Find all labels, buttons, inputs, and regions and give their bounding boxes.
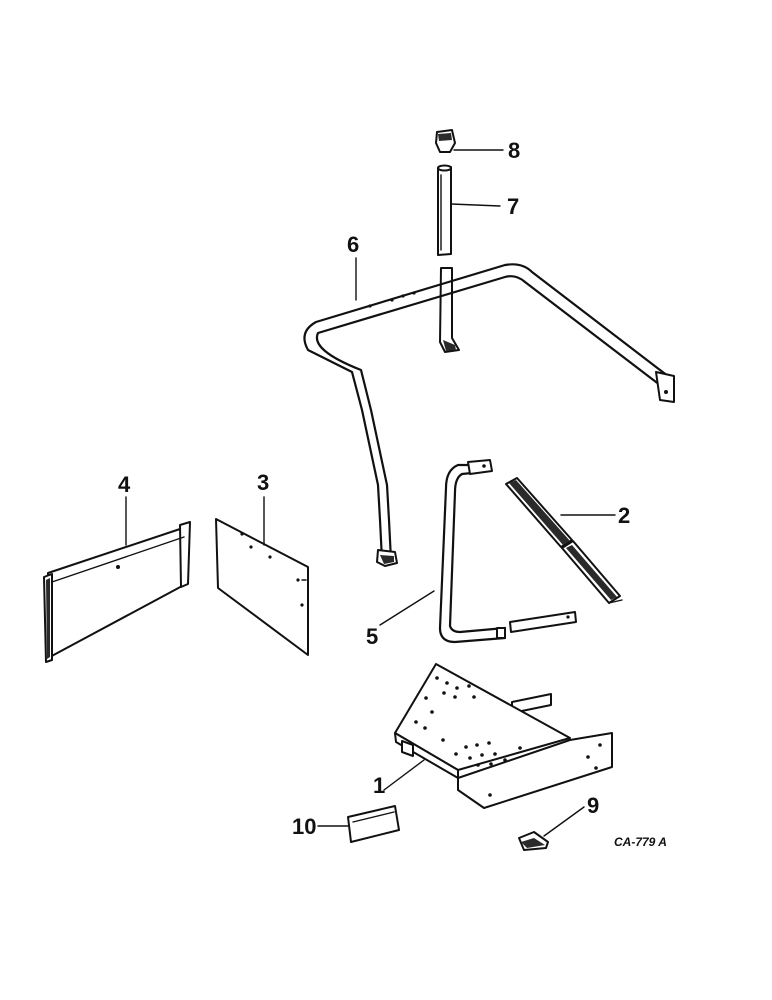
callout-1: 1 bbox=[373, 773, 385, 798]
callout-2: 2 bbox=[618, 503, 630, 528]
callout-7: 7 bbox=[507, 194, 519, 219]
leader-lines bbox=[125, 149, 616, 837]
part-4-side-panel bbox=[43, 521, 191, 663]
part-1-platform bbox=[394, 663, 613, 809]
part-3-rear-panel bbox=[215, 518, 309, 656]
callout-4: 4 bbox=[118, 472, 131, 497]
callout-10: 10 bbox=[292, 814, 316, 839]
part-5-small-bow bbox=[438, 459, 577, 644]
part-7-tube bbox=[437, 164, 452, 256]
callout-8: 8 bbox=[508, 138, 520, 163]
part-9-clip bbox=[518, 831, 549, 851]
part-6-socket-post bbox=[439, 267, 460, 353]
part-6-bow-frame bbox=[303, 263, 675, 567]
callout-5: 5 bbox=[366, 624, 378, 649]
part-8-cap bbox=[435, 129, 456, 153]
callout-6: 6 bbox=[347, 232, 359, 257]
drawing-code: CA-779 A bbox=[614, 835, 667, 849]
callout-9: 9 bbox=[587, 793, 599, 818]
part-2-rolled-bar bbox=[505, 477, 623, 604]
part-10-pad bbox=[347, 805, 400, 843]
callout-3: 3 bbox=[257, 470, 269, 495]
